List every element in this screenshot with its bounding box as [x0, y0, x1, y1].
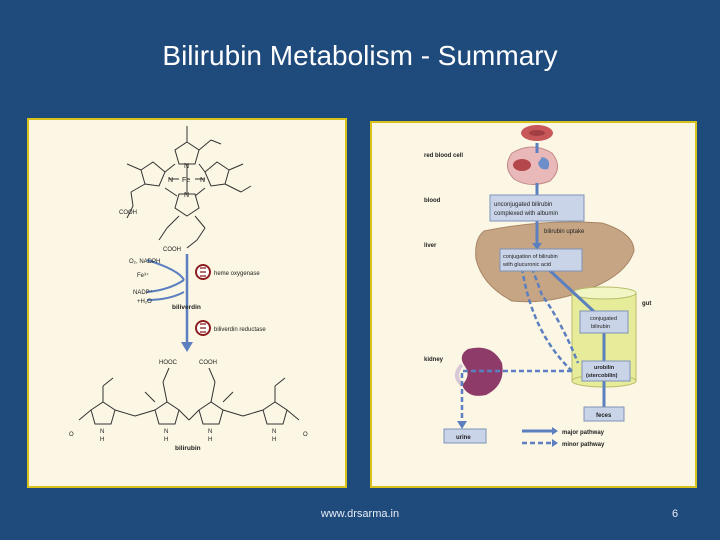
bilirubin-n-1: N — [100, 429, 104, 435]
bilirubin-h-1: H — [100, 437, 104, 443]
minor-arrow-urine — [460, 369, 572, 423]
bilirubin-structure — [78, 367, 300, 425]
heme-n-top: N — [184, 163, 189, 170]
cofactor-in-arrow — [146, 259, 185, 281]
legend-minor-label: minor pathway — [562, 442, 605, 448]
rbc-icon-center — [529, 130, 545, 136]
bilirubin-h-3: H — [208, 437, 212, 443]
cofactors-out-1: NADP⁺ — [133, 289, 153, 296]
box-conjugation — [499, 248, 583, 272]
arrow-head-urine — [457, 421, 467, 429]
bilirubin-n-4: N — [272, 429, 276, 435]
enzyme-1-label: heme oxygenase — [214, 271, 260, 277]
heme-cooh-bottom: COOH — [163, 247, 181, 253]
slide-title: Bilirubin Metabolism - Summary — [162, 40, 558, 71]
box-feces-label: feces — [596, 413, 612, 419]
legend-major-arrowhead — [552, 427, 558, 435]
heme-n-left: N — [168, 177, 173, 184]
gut-icon-top — [571, 286, 637, 300]
box-conjugated-line-1: conjugated — [590, 316, 617, 322]
bilirubin-n-3: N — [208, 429, 212, 435]
heme-cooh-left: COOH — [119, 210, 137, 216]
box-conjugated — [579, 310, 629, 334]
box-conjugated-line-2: bilirubin — [591, 324, 610, 330]
intermediate-label: biliverdin — [172, 304, 201, 311]
box-conjugation-line-2: with glucuronic acid — [502, 262, 551, 268]
fe-out-arrow — [146, 279, 185, 293]
box-unconjugated-line-2: complexed with albumin — [494, 211, 558, 217]
box-urobilin-line-1: urobilin — [594, 365, 615, 371]
bilirubin-h-2: H — [164, 437, 168, 443]
enzyme-2-icon-marks — [200, 323, 206, 333]
legend-major-label: major pathway — [562, 430, 605, 436]
minor-arrow-enterohepatic — [520, 267, 573, 372]
pathway-svg: red blood cell blood liver kidney gut un… — [424, 125, 651, 448]
label-liver: liver — [424, 243, 437, 249]
box-urine-label: urine — [456, 435, 471, 441]
bilirubin-cooh: COOH — [199, 360, 217, 366]
cofactor-out-arrow — [146, 291, 185, 301]
kidney-ureter — [455, 363, 464, 387]
heme-fe: Fe — [182, 177, 190, 184]
heme-n-right: N — [200, 177, 205, 184]
bilirubin-hooc: HOOC — [159, 360, 178, 366]
box-urobilin-line-2: (stercobilin) — [586, 373, 618, 379]
enzyme-2-label: biliverdin reductase — [214, 327, 266, 333]
bilirubin-o-left: O — [69, 432, 74, 438]
box-conjugation-line-1: conjugation of bilirubin — [503, 254, 558, 260]
heme-structure — [126, 126, 252, 249]
box-unconjugated-line-1: unconjugated bilirubin — [494, 202, 552, 208]
bilirubin-o-right: O — [303, 432, 308, 438]
minor-arrow-liver — [530, 267, 580, 364]
macrophage-rbc — [513, 159, 531, 171]
heme-degradation-svg: N N Fe N N COOH COOH O₂, NADPH Fe³⁺ NADP… — [69, 126, 308, 452]
fe-out: Fe³⁺ — [137, 272, 149, 279]
box-urobilin — [581, 360, 631, 382]
heme-degradation-diagram: N N Fe N N COOH COOH O₂, NADPH Fe³⁺ NADP… — [27, 118, 347, 488]
page-number: 6 — [671, 508, 679, 520]
product-label: bilirubin — [175, 445, 201, 452]
footer-url[interactable]: www.drsarma.in — [320, 508, 400, 520]
enzyme-1-icon-marks — [200, 267, 206, 277]
arrow-head-liver — [532, 243, 542, 250]
label-blood: blood — [424, 198, 441, 204]
heme-n-bottom: N — [184, 192, 189, 199]
bilirubin-pathway-diagram: red blood cell blood liver kidney gut un… — [370, 121, 697, 488]
cofactors-in: O₂, NADPH — [129, 259, 160, 265]
box-feces — [583, 406, 625, 422]
box-unconjugated — [489, 194, 585, 222]
reaction-arrow-head — [181, 342, 193, 352]
macrophage-nucleus — [538, 157, 550, 170]
bilirubin-n-2: N — [164, 429, 168, 435]
macrophage-icon — [507, 146, 558, 185]
label-gut: gut — [642, 301, 651, 307]
label-rbc: red blood cell — [424, 153, 463, 159]
cofactors-out-2: +H₂O — [137, 299, 152, 305]
label-kidney: kidney — [424, 357, 444, 363]
bilirubin-h-4: H — [272, 437, 276, 443]
box-urine — [443, 428, 487, 444]
label-uptake: bilirubin uptake — [544, 229, 585, 235]
legend-minor-arrowhead — [552, 439, 558, 447]
